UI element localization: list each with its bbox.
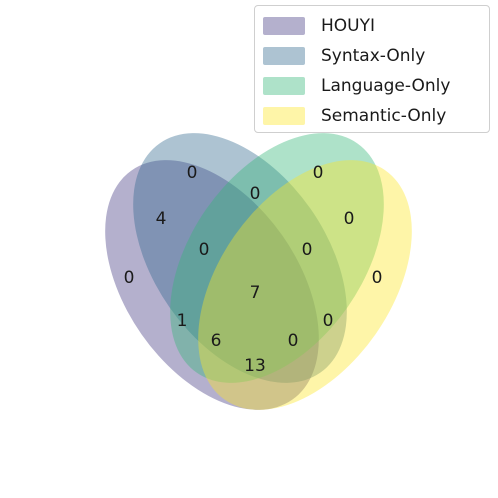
region-count-0-1-3: 6 (211, 331, 222, 351)
set-ellipse-language-only (170, 133, 384, 383)
region-count-0-3: 13 (244, 356, 266, 376)
legend-swatch-language-only (263, 77, 305, 95)
region-count-1-2-3: 0 (302, 240, 313, 260)
legend-swatch-semantic-only (263, 107, 305, 125)
legend-entry-syntax-only: Syntax-Only (263, 41, 479, 71)
region-count-0-1: 4 (156, 209, 167, 229)
region-count-2-3: 0 (344, 209, 355, 229)
region-count-0-1-2-3: 7 (250, 283, 261, 303)
legend-swatch-houyi (263, 17, 305, 35)
legend-entry-houyi: HOUYI (263, 11, 479, 41)
region-count-2: 0 (313, 163, 324, 183)
region-count-3: 0 (372, 268, 383, 288)
legend-entry-language-only: Language-Only (263, 71, 479, 101)
legend-label-houyi: HOUYI (321, 16, 376, 36)
legend-entry-semantic-only: Semantic-Only (263, 101, 479, 131)
legend-label-language-only: Language-Only (321, 76, 451, 96)
region-count-1-3: 0 (323, 311, 334, 331)
set-ellipse-houyi (105, 160, 319, 410)
region-count-0-2-3: 0 (288, 331, 299, 351)
region-count-0-2: 1 (177, 311, 188, 331)
region-count-0-1-2: 0 (199, 240, 210, 260)
region-count-1: 0 (187, 163, 198, 183)
legend-swatch-syntax-only (263, 47, 305, 65)
legend: HOUYI Syntax-Only Language-Only Semantic… (254, 5, 490, 133)
set-ellipse-semantic-only (198, 160, 412, 410)
set-ellipse-syntax-only (133, 133, 347, 383)
region-count-1-2: 0 (250, 184, 261, 204)
legend-label-semantic-only: Semantic-Only (321, 106, 447, 126)
region-count-0: 0 (124, 268, 135, 288)
legend-label-syntax-only: Syntax-Only (321, 46, 426, 66)
